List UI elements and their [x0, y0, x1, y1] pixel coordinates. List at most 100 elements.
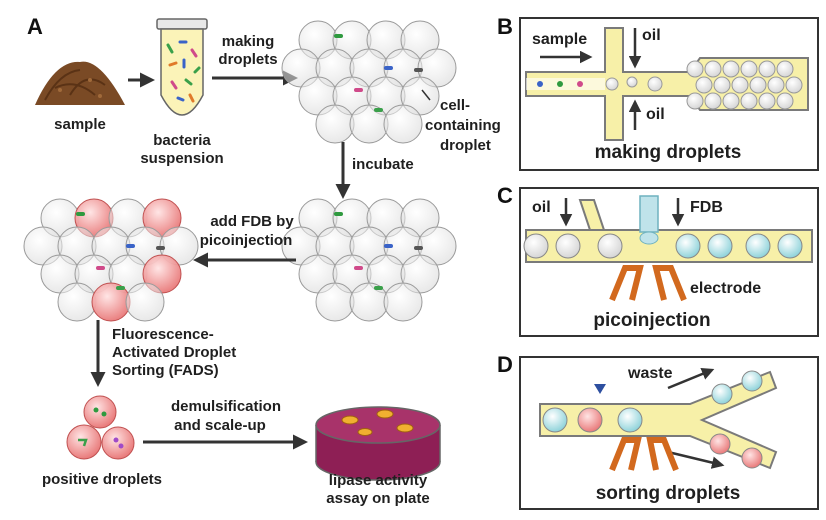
panel-d-frame — [519, 356, 819, 510]
droplet-cluster-icon — [281, 20, 457, 144]
making-label-2: droplets — [218, 51, 277, 68]
cell — [414, 68, 423, 72]
b-cell — [557, 81, 563, 87]
b-droplet — [776, 92, 794, 110]
test-tube-icon — [156, 18, 208, 116]
droplet — [383, 104, 423, 144]
droplet — [383, 282, 423, 322]
sample-label: sample — [54, 116, 106, 133]
d-waste-label: waste — [627, 365, 673, 382]
c-injector — [639, 195, 659, 233]
lipase-label-1: lipase activity — [329, 472, 428, 489]
cell — [374, 108, 383, 112]
sorting-marker-icon — [594, 384, 606, 394]
d-waste-arrow — [667, 368, 715, 390]
c-oil-label: oil — [532, 199, 551, 216]
c-droplet — [523, 233, 549, 259]
cell — [414, 246, 423, 250]
b-title: making droplets — [595, 142, 742, 163]
panel-d: D waste sorting droplets — [497, 352, 819, 510]
panel-b: B sample oil oil making droplets — [497, 14, 819, 171]
d-title: sorting droplets — [596, 483, 741, 504]
fads-label-3: Sorting (FADS) — [112, 362, 219, 379]
cell — [354, 266, 363, 270]
d-sorted-droplet — [741, 447, 763, 469]
b-droplet — [758, 60, 776, 78]
d-electrode — [609, 437, 679, 472]
b-droplet — [686, 92, 704, 110]
cell — [126, 244, 135, 248]
b-cell — [577, 81, 583, 87]
d-droplet — [577, 407, 603, 433]
c-droplet — [707, 233, 733, 259]
b-droplets — [537, 60, 803, 110]
junction-channel — [525, 27, 809, 141]
c-droplet — [675, 233, 701, 259]
fads-label-2: Activated Droplet — [112, 344, 236, 361]
droplet — [315, 282, 355, 322]
b-droplet — [767, 76, 785, 94]
fads-label-1: Fluorescence- — [112, 326, 214, 343]
c-title: picoinjection — [593, 310, 710, 331]
c-electrode — [609, 265, 687, 302]
cell — [156, 246, 165, 250]
droplet-cluster-injected — [23, 198, 199, 322]
droplet — [125, 282, 165, 322]
b-droplet — [740, 92, 758, 110]
d-waste-droplet — [711, 383, 733, 405]
b-droplet — [704, 92, 722, 110]
b-droplet — [713, 76, 731, 94]
d-sorted-droplet — [709, 433, 731, 455]
bacteria-label-2: suspension — [140, 150, 223, 167]
b-droplet — [722, 60, 740, 78]
d-waste-droplet — [741, 370, 763, 392]
c-droplets — [523, 233, 803, 259]
cell — [384, 244, 393, 248]
c-droplet — [777, 233, 803, 259]
b-droplet — [776, 60, 794, 78]
c-fdb-label: FDB — [690, 199, 723, 216]
d-droplet — [542, 407, 568, 433]
cell — [334, 212, 343, 216]
b-sample-label: sample — [532, 31, 587, 48]
b-droplet — [722, 92, 740, 110]
b-droplet — [740, 60, 758, 78]
soil-pile-icon — [35, 61, 125, 105]
b-droplet — [749, 76, 767, 94]
b-droplet — [758, 92, 776, 110]
droplet — [57, 282, 97, 322]
bacteria-label-1: bacteria — [153, 132, 211, 149]
droplet — [315, 104, 355, 144]
positive-droplets — [66, 395, 135, 460]
c-droplet — [597, 233, 623, 259]
cell — [96, 266, 105, 270]
panel-b-letter: B — [497, 14, 513, 39]
panel-c-letter: C — [497, 183, 513, 208]
b-droplet — [704, 60, 722, 78]
cell — [334, 34, 343, 38]
lipase-label-2: assay on plate — [326, 490, 429, 507]
incubate-label: incubate — [352, 156, 414, 173]
cell-label-3: droplet — [440, 137, 491, 154]
droplet-cluster-incubated — [281, 198, 457, 322]
panel-c: C oil FDB electrode picoinjection — [497, 183, 819, 337]
panel-a-letter: A — [27, 14, 43, 39]
d-positive-arrow — [667, 450, 725, 469]
b-droplet — [695, 76, 713, 94]
cell — [76, 212, 85, 216]
panel-d-letter: D — [497, 352, 513, 377]
cell-label-2: containing — [425, 117, 501, 134]
cell — [354, 88, 363, 92]
cell — [116, 286, 125, 290]
cell-pointer-line — [421, 89, 431, 101]
demuls-label-1: demulsification — [171, 398, 281, 415]
demuls-label-2: and scale-up — [174, 417, 266, 434]
addfdb-label-1: add FDB by — [210, 213, 294, 230]
d-droplets — [542, 370, 763, 469]
d-channel — [539, 370, 778, 470]
cell-label-1: cell- — [440, 97, 470, 114]
cell — [374, 286, 383, 290]
b-droplet — [731, 76, 749, 94]
positive-label: positive droplets — [42, 471, 162, 488]
